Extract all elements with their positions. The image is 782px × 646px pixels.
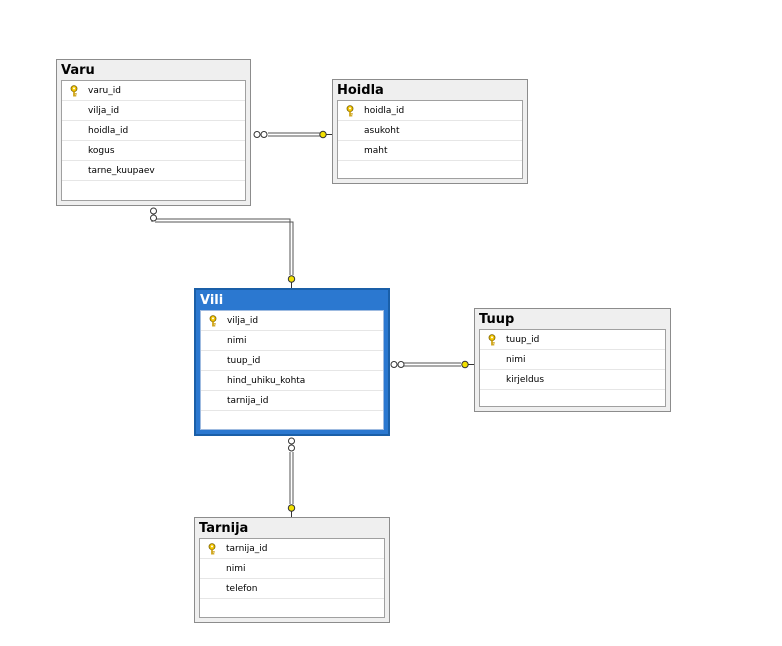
column-name: maht <box>364 146 388 156</box>
column-row[interactable]: hoidla_id <box>62 121 245 141</box>
column-row[interactable]: kogus <box>62 141 245 161</box>
column-name: hoidla_id <box>88 126 129 136</box>
many-end-icon <box>288 437 295 445</box>
column-name: asukoht <box>364 126 400 136</box>
column-row[interactable]: nimi <box>480 350 665 370</box>
column-row[interactable]: vilja_id <box>62 101 245 121</box>
primary-key-icon <box>345 105 355 117</box>
many-end-icon <box>253 131 261 138</box>
many-end-icon <box>260 131 268 138</box>
column-row[interactable]: tuup_id <box>201 351 383 371</box>
column-name: nimi <box>226 564 246 574</box>
rel-vili-tuup[interactable] <box>390 360 475 369</box>
column-name: nimi <box>506 355 526 365</box>
many-end-icon <box>390 361 398 368</box>
rel-varu-vili[interactable] <box>150 207 296 289</box>
column-row[interactable]: maht <box>338 141 522 161</box>
rel-vili-tarnija[interactable] <box>287 437 296 518</box>
column-row[interactable]: kirjeldus <box>480 370 665 390</box>
many-end-icon <box>150 214 157 222</box>
column-name: telefon <box>226 584 258 594</box>
column-row[interactable]: vilja_id <box>201 311 383 331</box>
one-end-key-icon <box>319 130 327 139</box>
rel-varu-hoidla[interactable] <box>253 130 333 139</box>
column-row[interactable]: varu_id <box>62 81 245 101</box>
primary-key-icon <box>487 334 497 346</box>
table-title[interactable]: Tarnija <box>199 521 249 536</box>
column-row[interactable]: hoidla_id <box>338 101 522 121</box>
column-row[interactable]: nimi <box>200 559 384 579</box>
column-name: kogus <box>88 146 115 156</box>
many-end-icon <box>288 444 295 452</box>
column-name: hind_uhiku_kohta <box>227 376 306 386</box>
primary-key-icon <box>69 85 79 97</box>
column-row[interactable]: telefon <box>200 579 384 599</box>
column-name: tarnija_id <box>226 544 268 554</box>
column-name: tuup_id <box>506 335 540 345</box>
one-end-key-icon <box>287 275 296 283</box>
column-name: tarnija_id <box>227 396 269 406</box>
primary-key-icon <box>207 543 217 555</box>
column-name: tuup_id <box>227 356 261 366</box>
many-end-icon <box>150 207 157 215</box>
column-row[interactable]: tarnija_id <box>201 391 383 411</box>
column-name: nimi <box>227 336 247 346</box>
column-name: varu_id <box>88 86 121 96</box>
one-end-key-icon <box>287 504 296 512</box>
column-row[interactable]: tuup_id <box>480 330 665 350</box>
column-name: hoidla_id <box>364 106 405 116</box>
table-title[interactable]: Tuup <box>479 312 515 327</box>
column-row[interactable]: nimi <box>201 331 383 351</box>
column-name: kirjeldus <box>506 375 545 385</box>
one-end-key-icon <box>461 360 469 369</box>
column-row[interactable]: hind_uhiku_kohta <box>201 371 383 391</box>
many-end-icon <box>397 361 405 368</box>
column-row[interactable]: asukoht <box>338 121 522 141</box>
column-name: vilja_id <box>227 316 259 326</box>
column-row[interactable]: tarnija_id <box>200 539 384 559</box>
primary-key-icon <box>208 315 218 327</box>
column-name: vilja_id <box>88 106 120 116</box>
column-name: tarne_kuupaev <box>88 166 155 176</box>
table-title[interactable]: Hoidla <box>337 83 384 98</box>
table-title[interactable]: Vili <box>200 293 224 308</box>
table-title[interactable]: Varu <box>61 63 95 78</box>
column-row[interactable]: tarne_kuupaev <box>62 161 245 181</box>
